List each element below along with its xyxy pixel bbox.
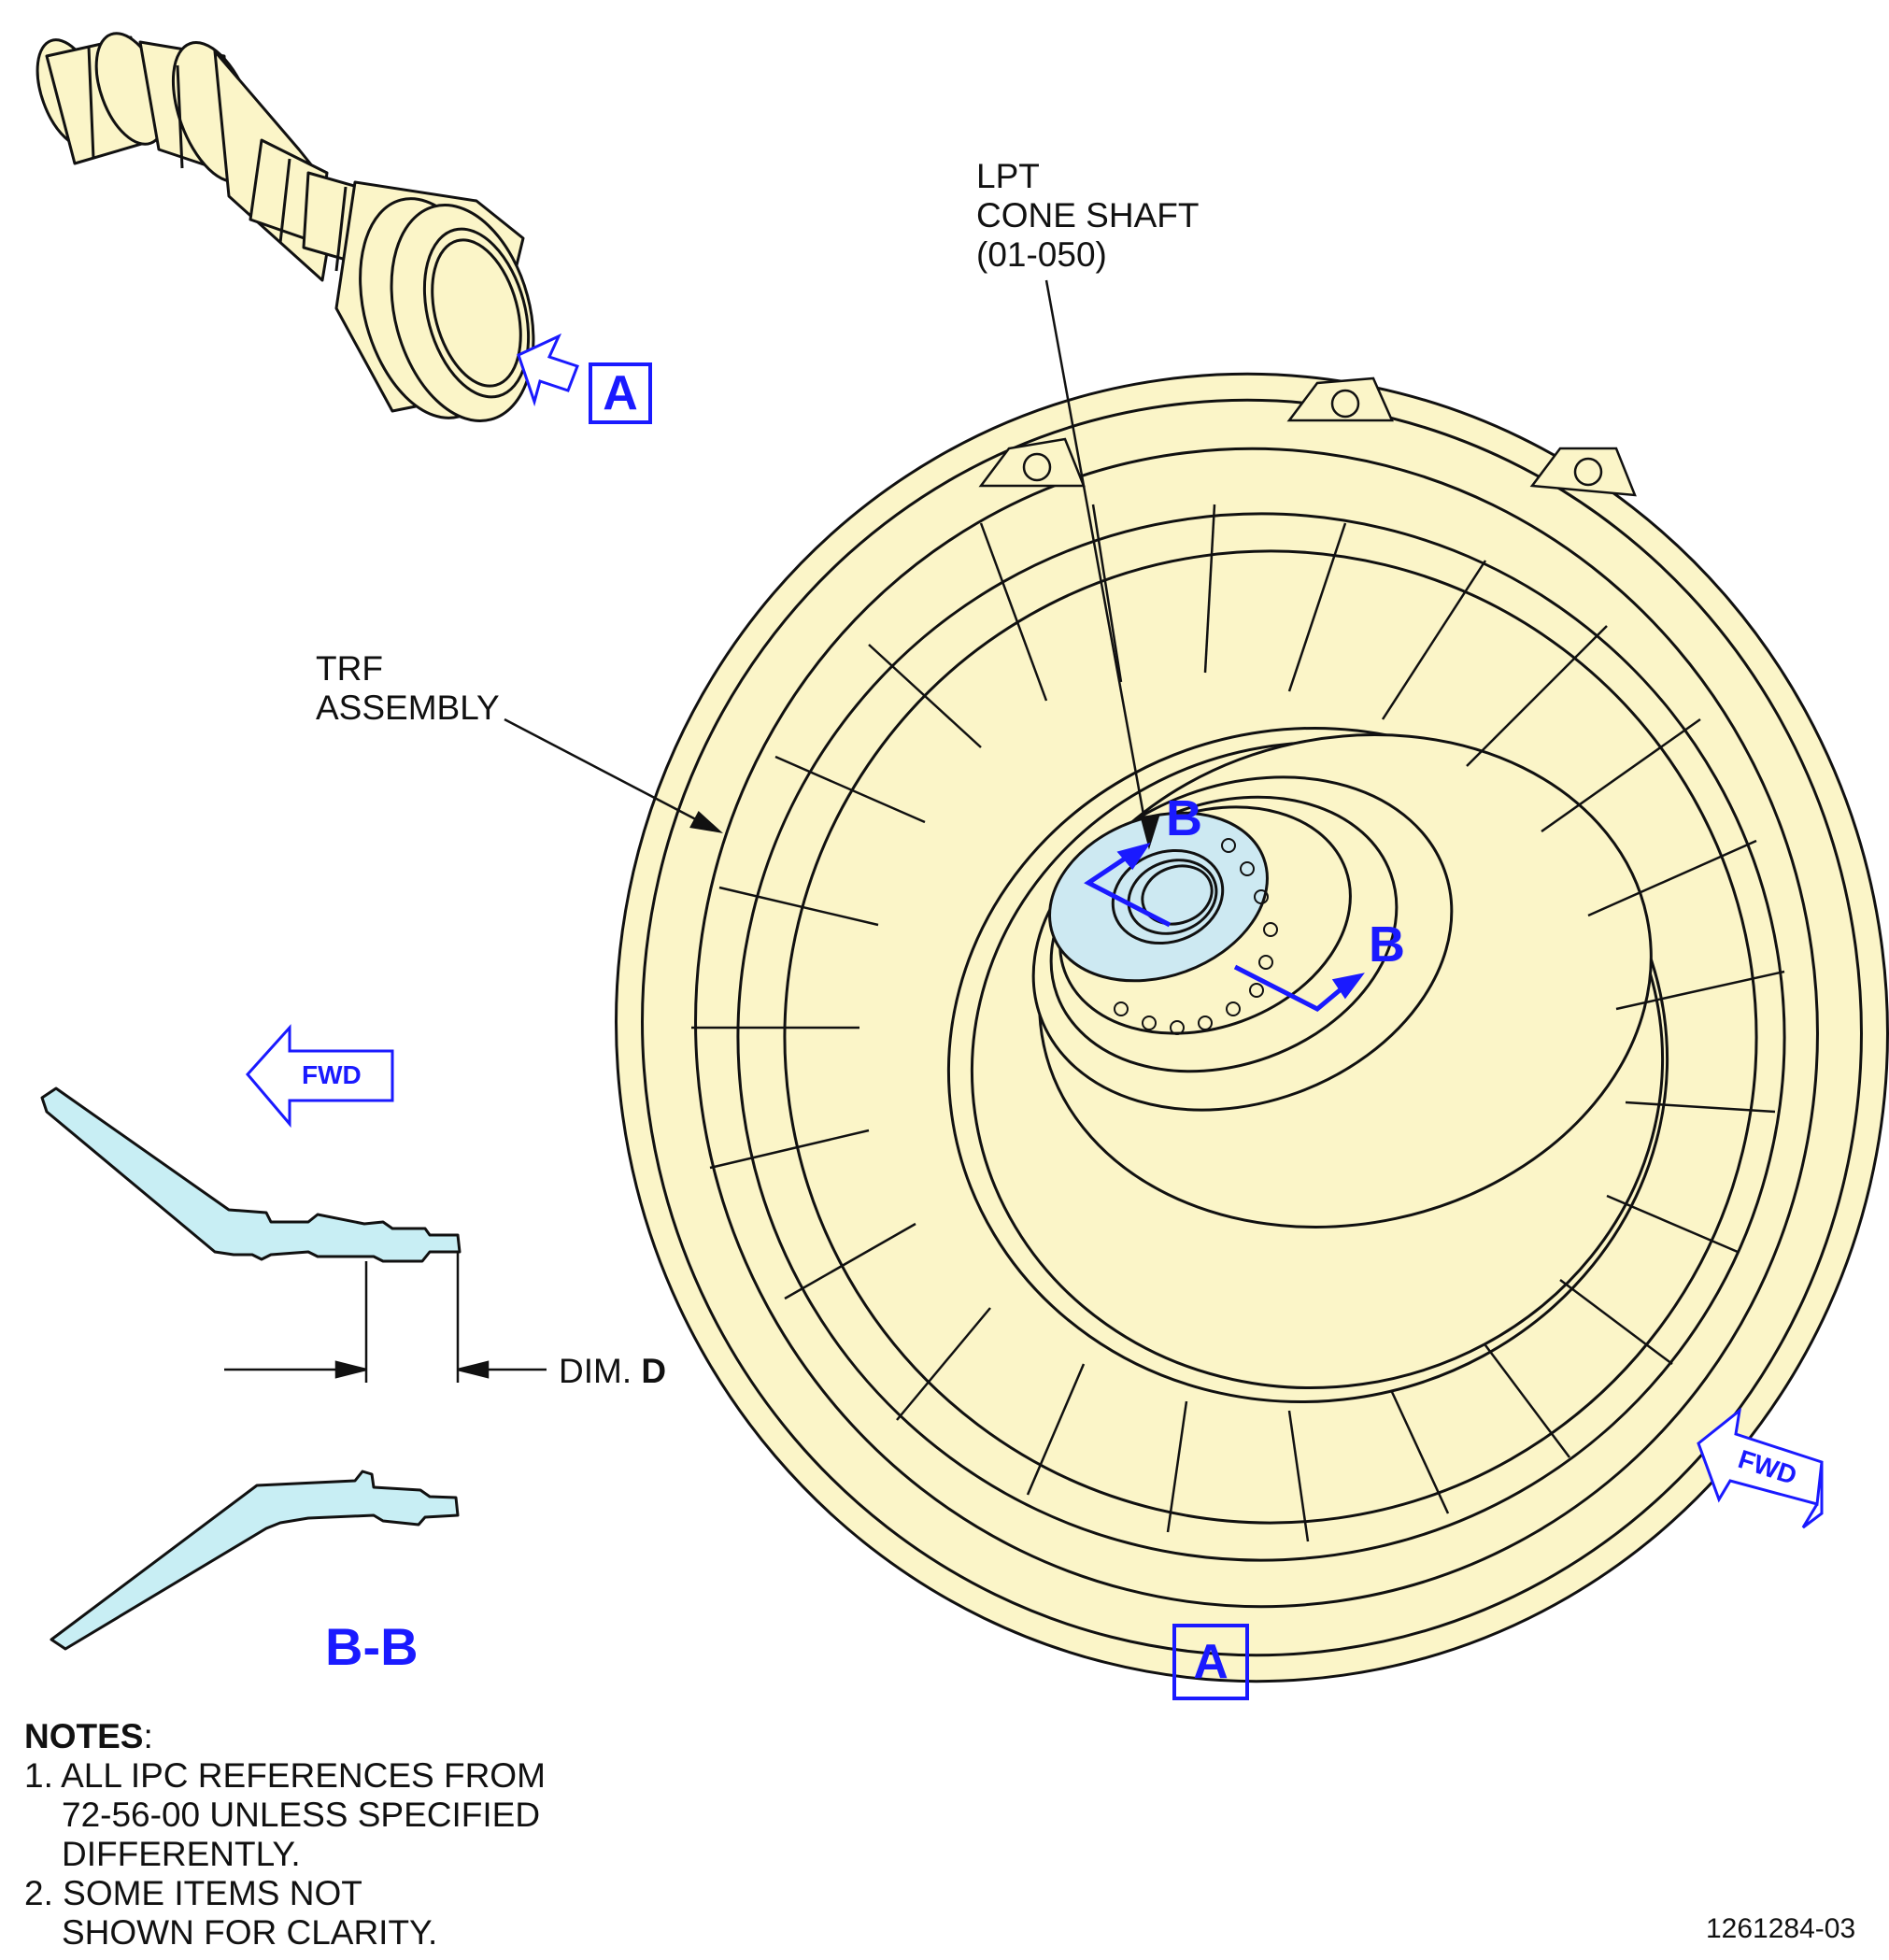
dim-letter: D <box>641 1352 667 1390</box>
dimension-d-label: DIM. D <box>559 1352 666 1391</box>
leader-lines <box>504 279 1160 850</box>
section-b-b-profile <box>40 1087 462 1651</box>
view-a-marker-top: A <box>589 362 652 424</box>
note-text: 72-56-00 UNLESS SPECIFIED <box>62 1796 541 1834</box>
label-line: LPT <box>976 157 1040 195</box>
section-title: B-B <box>325 1617 419 1676</box>
note-number: 1. <box>24 1756 53 1795</box>
view-arrow-icon <box>517 333 579 407</box>
note-text: SOME ITEMS NOT <box>63 1874 362 1912</box>
section-marker-b-right: B <box>1369 916 1405 973</box>
label-line: (01-050) <box>976 235 1107 274</box>
fwd-arrow-icon <box>1697 1407 1824 1529</box>
label-line: ASSEMBLY <box>316 689 500 727</box>
label-line: TRF <box>316 649 383 688</box>
label-line: CONE SHAFT <box>976 196 1200 234</box>
section-marker-b-left: B <box>1166 790 1202 846</box>
note-number: 2. <box>24 1874 53 1912</box>
notes-block: NOTES: 1. ALL IPC REFERENCES FROM 72-56-… <box>24 1717 546 1953</box>
dimension-d <box>224 1252 547 1383</box>
note-text: SHOWN FOR CLARITY. <box>62 1913 438 1952</box>
figure-number: 1261284-03 <box>1706 1913 1856 1944</box>
fwd-arrow-icon <box>246 1024 394 1129</box>
notes-heading: NOTES: <box>24 1717 546 1756</box>
view-a-marker-bottom: A <box>1172 1624 1249 1700</box>
note-text: DIFFERENTLY. <box>62 1835 301 1873</box>
notes-heading-colon: : <box>143 1717 153 1755</box>
fwd-label-left: FWD <box>302 1060 362 1089</box>
dim-prefix: DIM. <box>559 1352 632 1390</box>
section-arrow-icon <box>1084 842 1365 1012</box>
note-item: 2. SOME ITEMS NOT <box>24 1874 546 1913</box>
trf-assembly-view <box>615 372 1889 1683</box>
trf-assembly-label: TRF ASSEMBLY <box>316 649 500 728</box>
note-text: ALL IPC REFERENCES FROM <box>61 1756 546 1795</box>
note-item: 1. ALL IPC REFERENCES FROM <box>24 1756 546 1796</box>
cone-shaft-isometric <box>36 32 535 422</box>
lpt-cone-shaft-label: LPT CONE SHAFT (01-050) <box>976 157 1199 275</box>
notes-heading-text: NOTES <box>24 1717 144 1755</box>
